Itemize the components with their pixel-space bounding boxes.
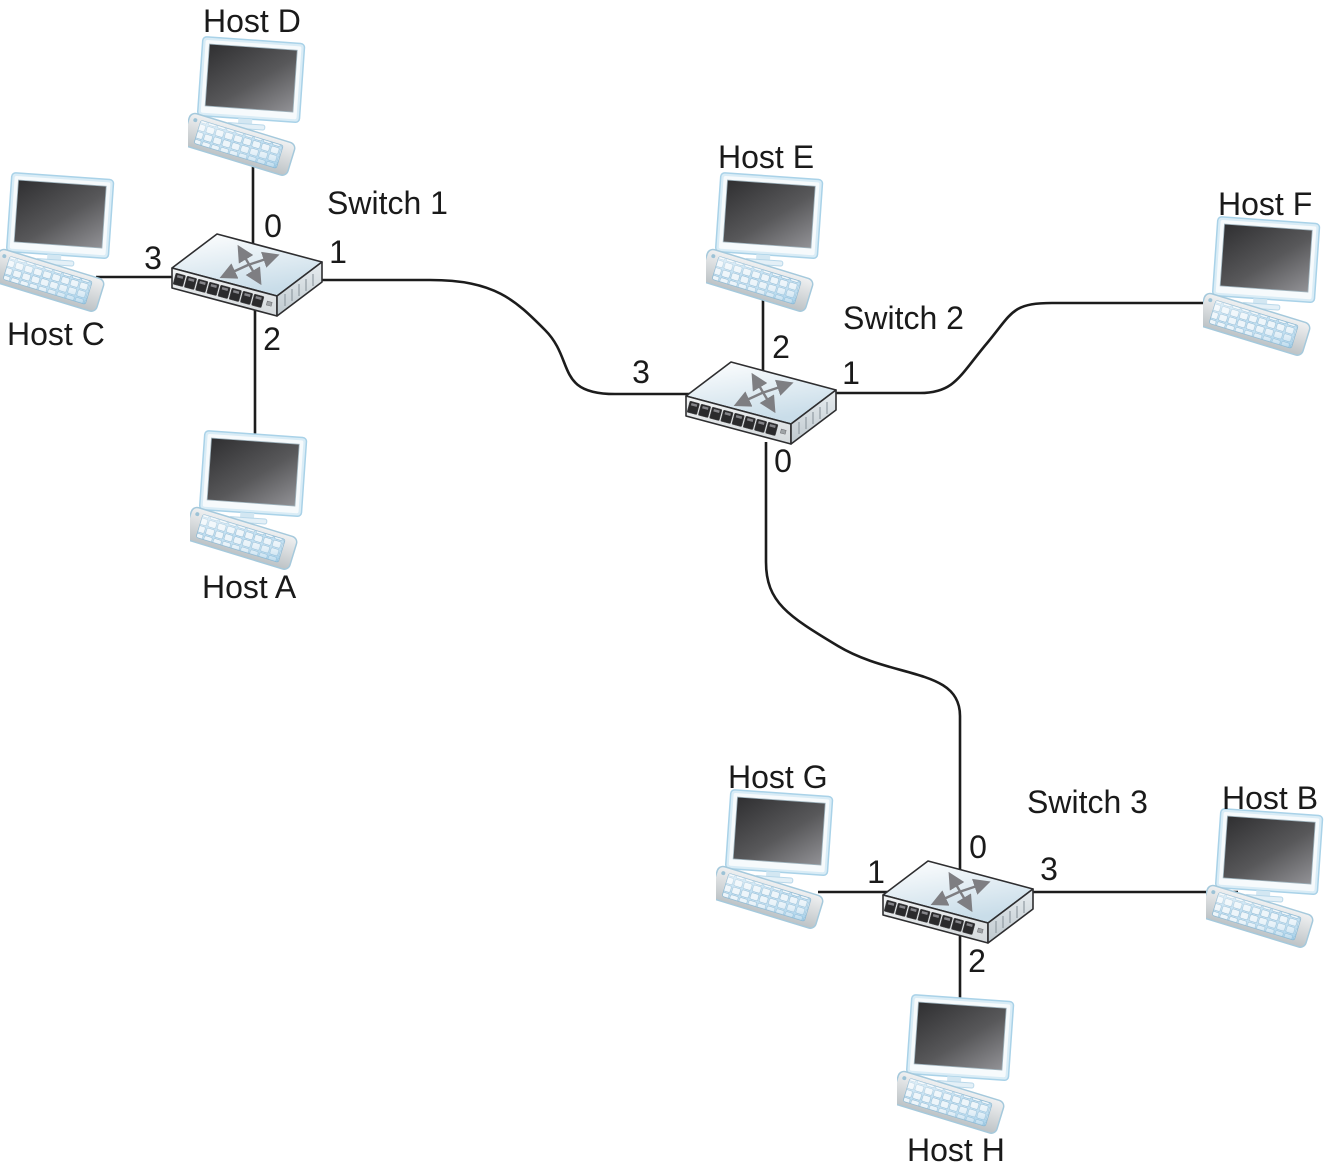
host-a-computer-icon (190, 430, 308, 572)
host-f-computer-icon (1203, 216, 1321, 358)
host-b-computer-icon (1206, 808, 1324, 950)
host-h-label: Host H (907, 1132, 1005, 1168)
host-d-computer-icon (188, 36, 306, 178)
switch-1-label: Switch 1 (327, 185, 448, 221)
host-g-label: Host G (728, 759, 828, 795)
switch3-port-bottom-label: 2 (968, 943, 986, 979)
switch2-port-top-label: 2 (772, 329, 790, 365)
switch1-port-left-label: 3 (144, 240, 162, 276)
switch1-port-right-label: 1 (329, 234, 347, 270)
host-c-computer-icon (0, 172, 115, 314)
switch2-port-right-label: 1 (842, 355, 860, 391)
cable-switch2-port0-switch3-port0 (764, 442, 962, 874)
switch-1-icon (167, 228, 327, 323)
host-f-label: Host F (1218, 186, 1313, 222)
switch-2-label: Switch 2 (843, 300, 964, 336)
switch3-port-top-label: 0 (969, 829, 987, 865)
host-e-computer-icon (706, 172, 824, 314)
host-c-label: Host C (7, 316, 105, 352)
switch-3-label: Switch 3 (1027, 784, 1148, 820)
switch3-port-right-label: 3 (1040, 851, 1058, 887)
cable-switch1-port1-switch2-port3 (316, 278, 694, 396)
switch2-port-left-label: 3 (632, 354, 650, 390)
host-h-computer-icon (897, 994, 1015, 1136)
cable-switch2-port1-hostf (832, 301, 1228, 395)
host-b-label: Host B (1222, 780, 1319, 816)
switch1-port-top-label: 0 (264, 208, 282, 244)
host-d-label: Host D (203, 3, 301, 39)
switch-3-icon (878, 855, 1038, 950)
host-g-computer-icon (716, 789, 834, 931)
host-e-label: Host E (718, 139, 815, 175)
switch1-port-bottom-label: 2 (263, 321, 281, 357)
host-a-label: Host A (202, 569, 297, 605)
switch-2-icon (681, 356, 841, 451)
switch3-port-left-label: 1 (867, 854, 885, 890)
switch2-port-bottom-label: 0 (774, 443, 792, 479)
